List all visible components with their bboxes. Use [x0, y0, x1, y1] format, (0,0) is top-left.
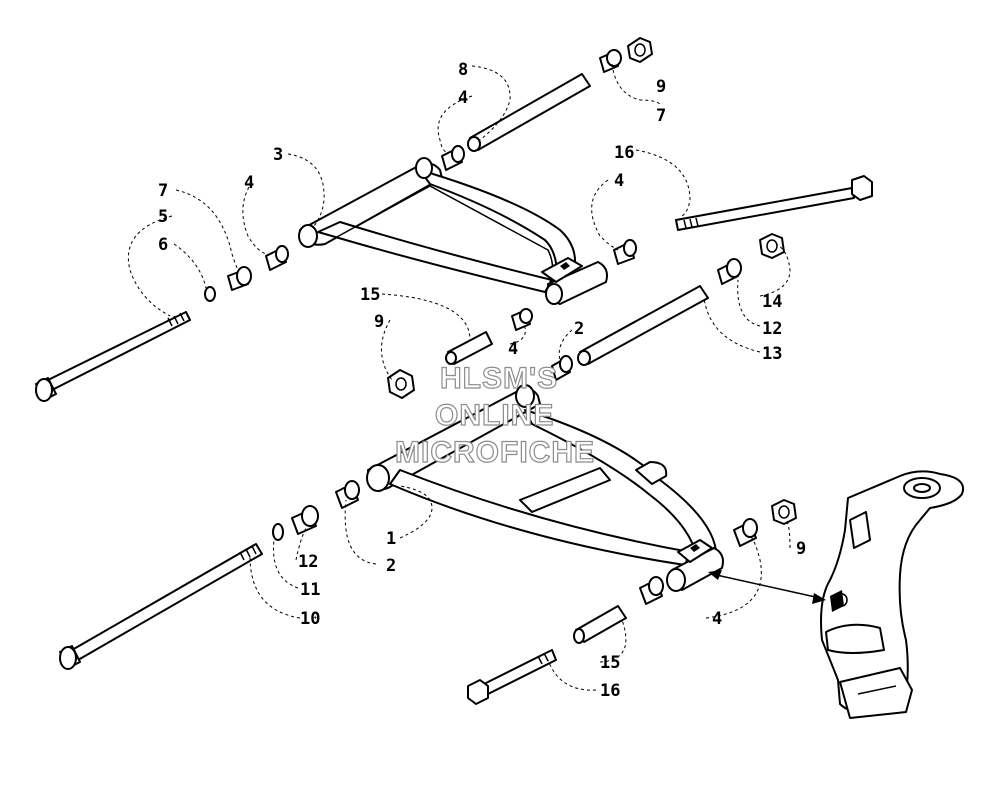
callout-16: 16 — [614, 143, 634, 163]
attachment-arrow — [708, 570, 826, 604]
callout-4: 4 — [244, 173, 254, 193]
lower-hardware — [59, 480, 797, 705]
callout-9: 9 — [374, 312, 384, 332]
callout-13: 13 — [762, 344, 782, 364]
callout-8: 8 — [458, 60, 468, 80]
callout-4: 4 — [458, 88, 468, 108]
callout-15: 15 — [360, 285, 380, 305]
watermark-line-2: ONLINE — [434, 398, 555, 432]
callout-15: 15 — [600, 653, 620, 673]
callout-7: 7 — [656, 106, 666, 126]
callout-9: 9 — [656, 77, 666, 97]
callout-9: 9 — [796, 539, 806, 559]
callout-6: 6 — [158, 235, 168, 255]
lower-a-arm — [366, 384, 724, 592]
callout-12: 12 — [298, 552, 318, 572]
callout-7: 7 — [158, 181, 168, 201]
leader-lines — [127, 63, 791, 691]
callout-1: 1 — [386, 529, 396, 549]
upper-a-arm — [298, 157, 608, 305]
callout-12: 12 — [762, 319, 782, 339]
watermark-line-1: HLSM'S — [439, 361, 559, 395]
callout-labels: 8 4 9 7 3 4 7 5 6 16 4 15 9 4 2 14 12 13… — [158, 60, 806, 701]
callout-14: 14 — [762, 292, 782, 312]
upper-hardware — [35, 37, 873, 402]
callout-2: 2 — [386, 556, 396, 576]
callout-11: 11 — [300, 580, 320, 600]
callout-5: 5 — [158, 207, 168, 227]
watermark-line-3: MICROFICHE — [394, 435, 595, 469]
callout-4: 4 — [508, 339, 518, 359]
callout-2: 2 — [574, 319, 584, 339]
callout-4: 4 — [614, 171, 624, 191]
callout-16: 16 — [600, 681, 620, 701]
callout-10: 10 — [300, 609, 320, 629]
callout-4: 4 — [712, 609, 722, 629]
spindle-knuckle — [820, 470, 964, 719]
callout-3: 3 — [273, 145, 283, 165]
